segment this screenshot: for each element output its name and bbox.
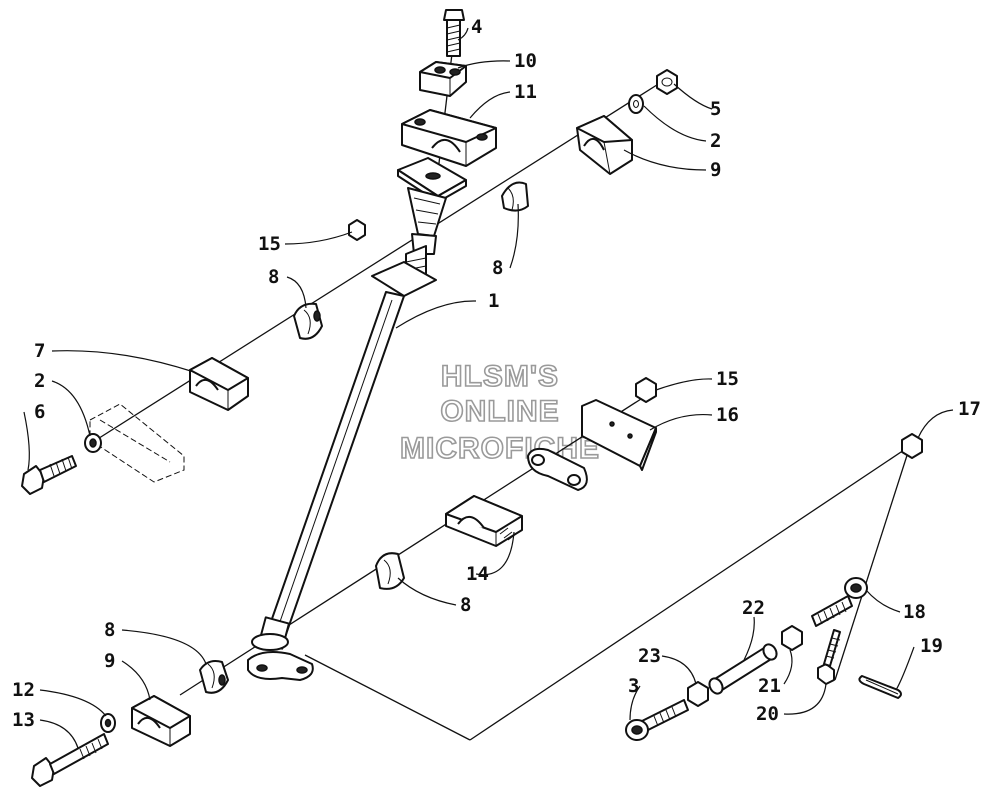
- link-tab: [527, 447, 588, 491]
- callout-21: 21: [758, 675, 781, 697]
- callout-16: 16: [716, 404, 739, 426]
- part-10-cap-block: [419, 61, 467, 97]
- part-2-washer-left: [84, 433, 102, 453]
- callout-10: 10: [514, 50, 537, 72]
- upper-steering-bracket: [371, 157, 467, 297]
- part-5-nut: [656, 69, 678, 95]
- callout-8-upper-right: 8: [492, 257, 503, 279]
- part-15-nut-right: [635, 377, 657, 403]
- watermark: HLSM'S ONLINE MICROFICHE: [399, 359, 600, 466]
- callout-2-left: 2: [34, 370, 45, 392]
- part-17-nut: [901, 433, 923, 459]
- part-12-washer: [100, 713, 116, 733]
- callout-15-right: 15: [716, 368, 739, 390]
- part-8-bushing-lower-left: [199, 660, 229, 694]
- callout-19: 19: [920, 635, 943, 657]
- callout-12: 12: [12, 679, 35, 701]
- callout-18: 18: [903, 601, 926, 623]
- callout-22: 22: [742, 597, 765, 619]
- watermark-line-2: ONLINE: [440, 395, 559, 428]
- part-20-bolt: [817, 629, 841, 685]
- leader-lines: [23, 27, 954, 749]
- callout-6: 6: [34, 401, 45, 423]
- callout-14: 14: [466, 563, 489, 585]
- part-2-washer-upper: [628, 94, 644, 114]
- part-4-bolt: [443, 9, 465, 57]
- callout-8-center: 8: [460, 594, 471, 616]
- lower-shaft-pitman-arm: [247, 616, 314, 681]
- part-22-adjuster-sleeve: [708, 643, 778, 695]
- callout-labels: 4 10 11 5 2 9 15 8 8 1 7 2 6 15 16 17 14…: [12, 16, 981, 731]
- part-9-clamp-lower: [131, 695, 191, 747]
- callout-5: 5: [710, 98, 721, 120]
- part-14-clamp-center: [445, 495, 523, 547]
- part-11-clamp-block: [401, 109, 497, 167]
- part-3-tie-rod-end: [625, 699, 689, 741]
- callout-8-lower-left: 8: [104, 619, 115, 641]
- part-8-bushing-upper-right: [501, 181, 529, 212]
- callout-2-upper: 2: [710, 130, 721, 152]
- callout-8-upper-left: 8: [268, 266, 279, 288]
- part-9-clamp-upper: [576, 115, 633, 175]
- callout-20: 20: [756, 703, 779, 725]
- part-18-tie-rod-end: [811, 577, 868, 627]
- part-21-jam-nut: [781, 625, 803, 651]
- callout-4: 4: [471, 16, 482, 38]
- part-8-bushing-center: [375, 552, 405, 590]
- part-23-jam-nut: [687, 681, 709, 707]
- watermark-line-3: MICROFICHE: [400, 432, 600, 465]
- part-16-plate: [581, 399, 657, 471]
- callout-17: 17: [958, 398, 981, 420]
- part-7-clamp-left: [189, 357, 249, 411]
- frame-member-phantom: [89, 403, 185, 483]
- callout-9-upper: 9: [710, 159, 721, 181]
- callout-15-upper: 15: [258, 233, 281, 255]
- part-15-nut-upper: [348, 219, 366, 241]
- callout-3: 3: [628, 675, 639, 697]
- callout-13: 13: [12, 709, 35, 731]
- callout-7: 7: [34, 340, 45, 362]
- part-6-bolt: [21, 455, 77, 495]
- callout-23: 23: [638, 645, 661, 667]
- callout-9-lower: 9: [104, 650, 115, 672]
- part-8-bushing-upper-left: [293, 302, 323, 340]
- part-19-cotter-pin: [858, 675, 902, 699]
- watermark-line-1: HLSM'S: [441, 360, 559, 393]
- part-13-bolt: [31, 733, 109, 787]
- callout-11: 11: [514, 81, 537, 103]
- callout-1: 1: [488, 290, 499, 312]
